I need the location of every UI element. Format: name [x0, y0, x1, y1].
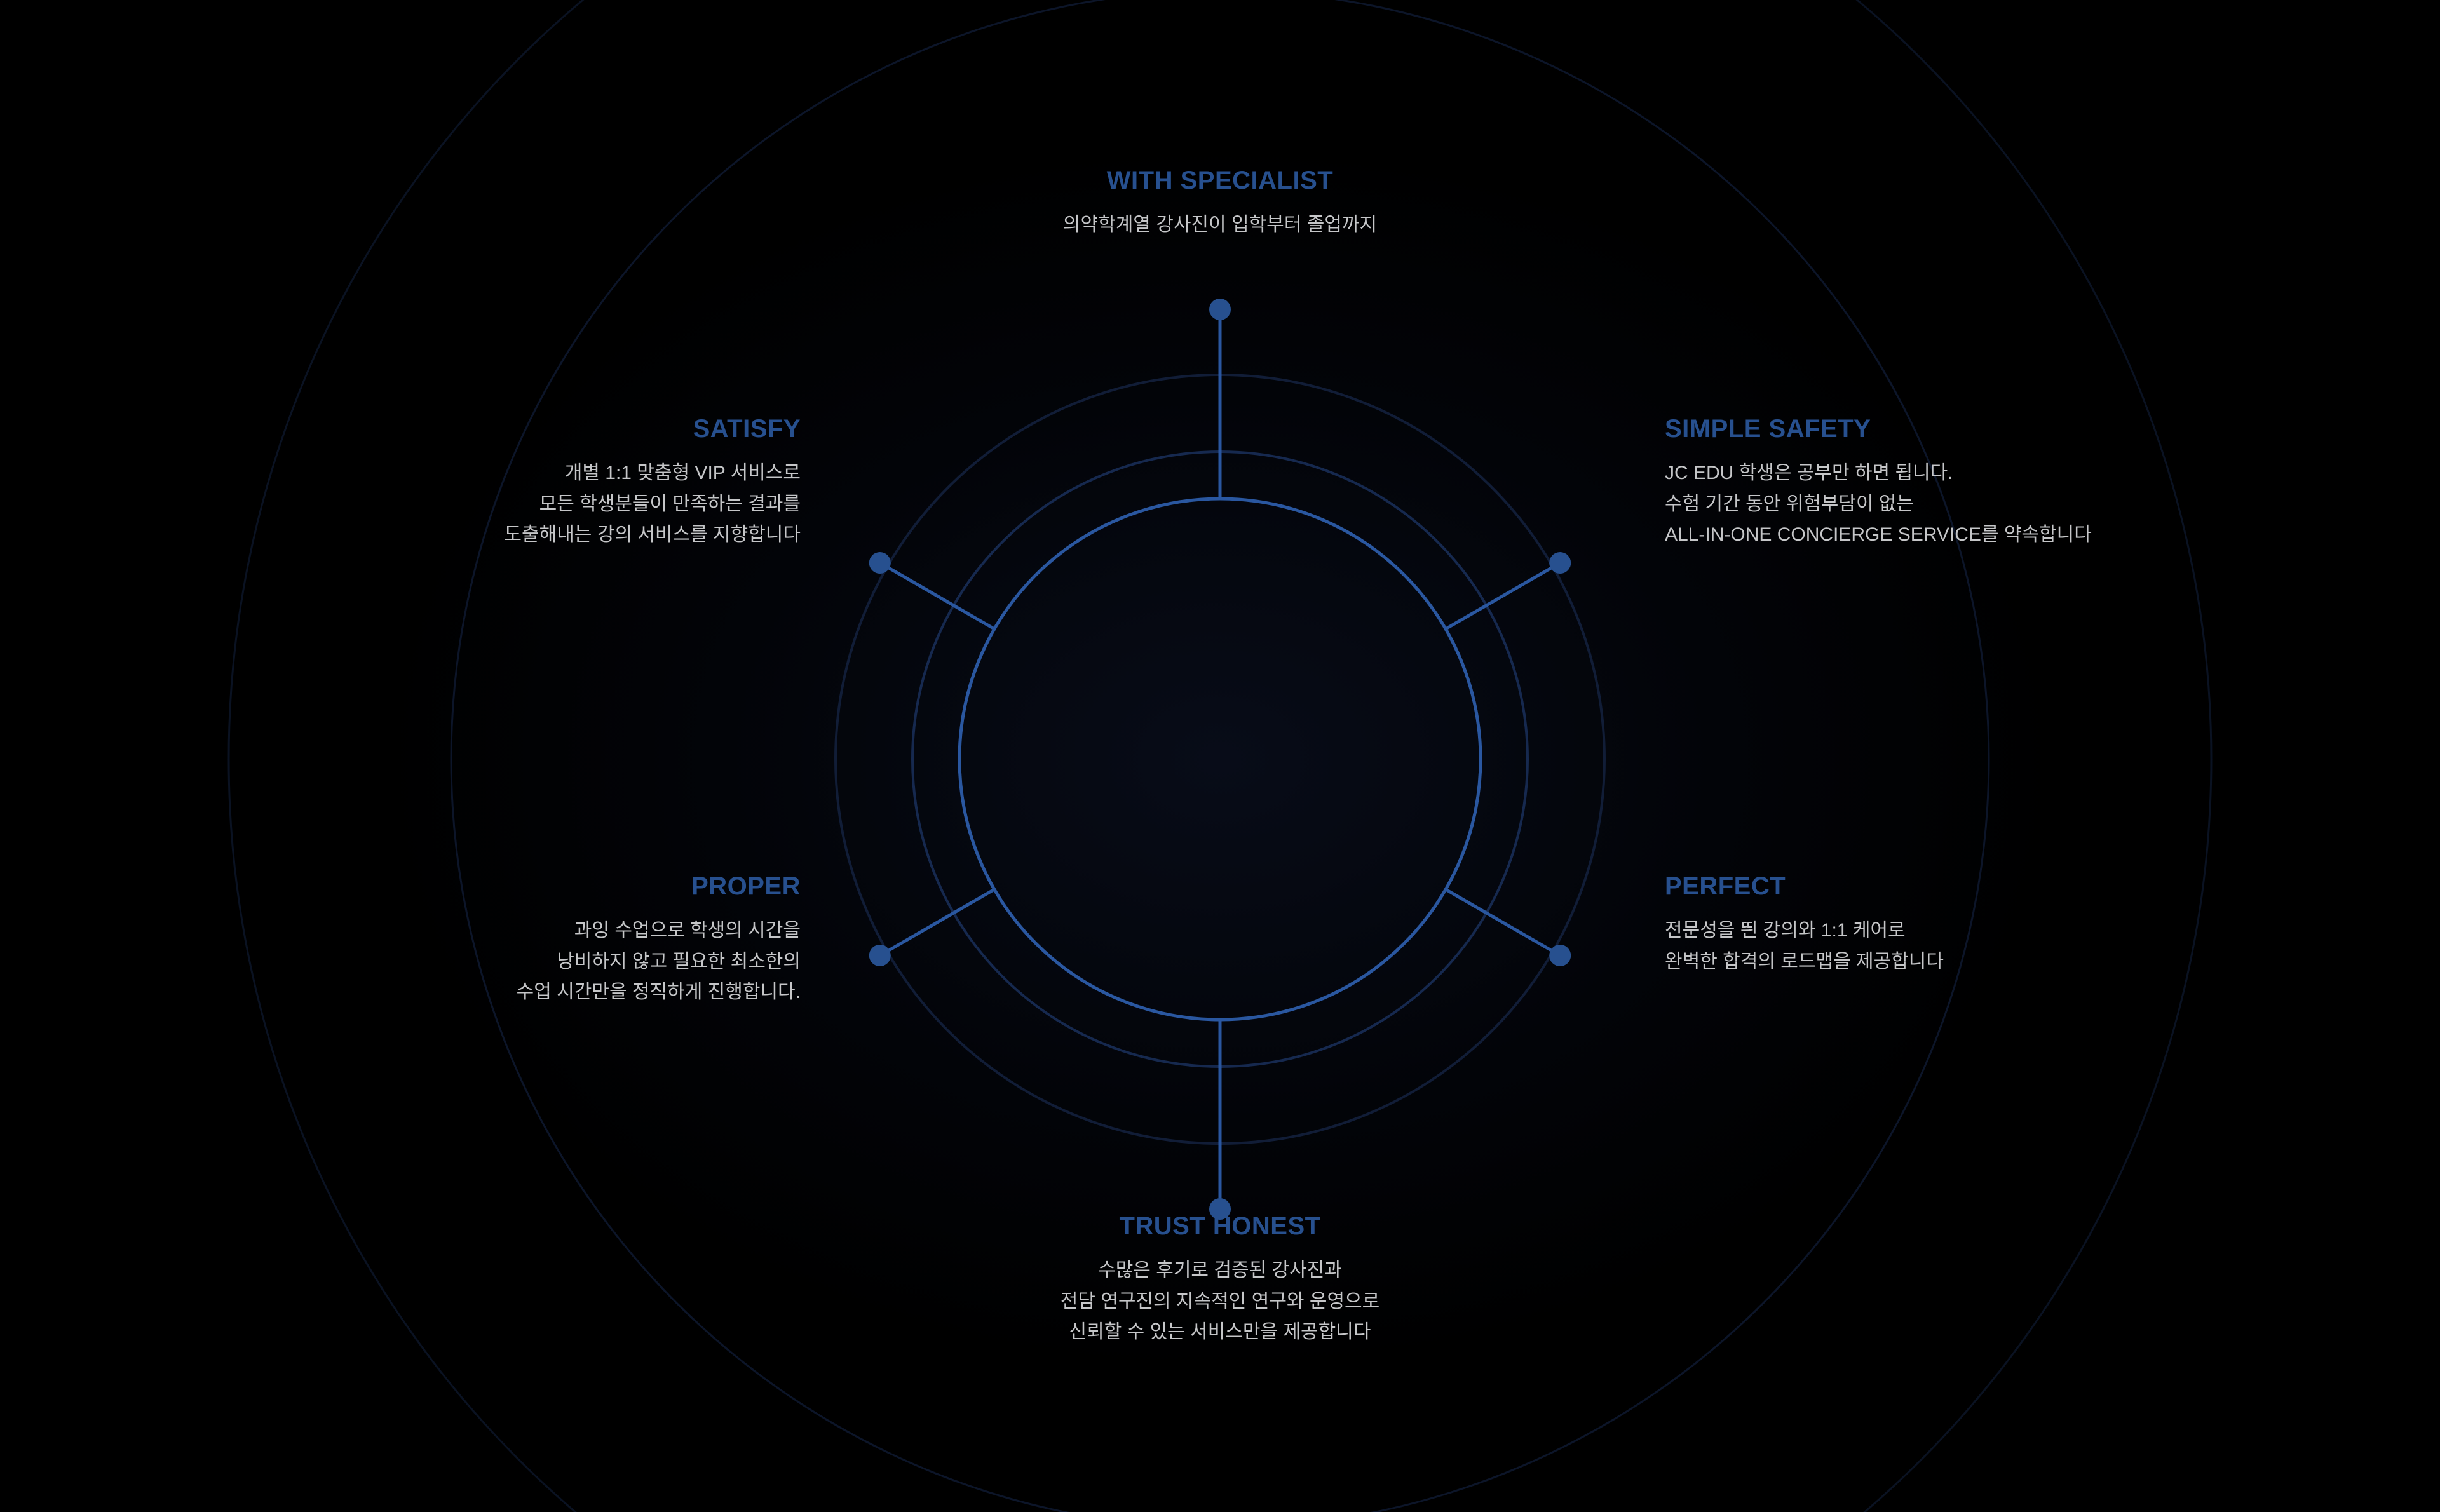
feature-node-trust-honest: TRUST HONEST 수많은 후기로 검증된 강사진과 전담 연구진의 지속…	[743, 1213, 1697, 1348]
inner-ring	[958, 497, 1482, 1022]
spoke-line	[1444, 561, 1562, 631]
feature-body-line: 과잉 수업으로 학생의 시간을	[574, 920, 801, 941]
feature-body-line: JC EDU 학생은 공부만 하면 됩니다.	[1665, 462, 1953, 483]
feature-body-line: 의약학계열 강사진이 입학부터 졸업까지	[1062, 214, 1378, 235]
feature-node-simple-safety: SIMPLE SAFETY JC EDU 학생은 공부만 하면 됩니다. 수험 …	[1665, 416, 2364, 551]
feature-title-simple-safety: SIMPLE SAFETY	[1665, 415, 1871, 443]
feature-body-with-specialist: 의약학계열 강사진이 입학부터 졸업까지	[743, 210, 1697, 241]
node-dot[interactable]	[869, 552, 891, 574]
feature-title-with-specialist: WITH SPECIALIST	[1106, 166, 1334, 194]
node-dot[interactable]	[1549, 552, 1571, 574]
spoke-line	[878, 888, 996, 957]
feature-title-perfect: PERFECT	[1665, 872, 1786, 900]
feature-body-line: 모든 학생분들이 만족하는 결과를	[539, 493, 801, 515]
feature-body-trust-honest: 수많은 후기로 검증된 강사진과 전담 연구진의 지속적인 연구와 운영으로 신…	[743, 1255, 1697, 1348]
outer-ring	[834, 374, 1606, 1145]
feature-title-trust-honest: TRUST HONEST	[1119, 1212, 1321, 1240]
spokes-group	[878, 307, 1562, 1211]
feature-body-line: 도출해내는 강의 서비스를 지향합니다	[504, 524, 801, 546]
feature-node-with-specialist: WITH SPECIALIST 의약학계열 강사진이 입학부터 졸업까지	[743, 168, 1697, 241]
inner-ring-group	[958, 497, 1482, 1022]
feature-body-line: 신뢰할 수 있는 서비스만을 제공합니다	[1069, 1321, 1371, 1343]
spoke-line	[1444, 888, 1562, 957]
feature-body-simple-safety: JC EDU 학생은 공부만 하면 됩니다. 수험 기간 동안 위험부담이 없는…	[1665, 458, 2364, 551]
feature-body-satisfy: 개별 1:1 맞춤형 VIP 서비스로 모든 학생분들이 만족하는 결과를 도출…	[102, 458, 801, 551]
feature-body-line: 낭비하지 않고 필요한 최소한의	[557, 950, 801, 972]
feature-body-line: ALL-IN-ONE CONCIERGE SERVICE를 약속합니다	[1665, 524, 2092, 546]
feature-body-line: 수많은 후기로 검증된 강사진과	[1098, 1260, 1342, 1281]
feature-title-satisfy: SATISFY	[693, 415, 801, 443]
feature-body-line: 개별 1:1 맞춤형 VIP 서비스로	[564, 462, 801, 483]
feature-body-line: 수험 기간 동안 위험부담이 없는	[1665, 493, 1915, 515]
feature-body-line: 전담 연구진의 지속적인 연구와 운영으로	[1060, 1290, 1380, 1312]
feature-body-line: 수업 시간만을 정직하게 진행합니다.	[516, 982, 801, 1003]
feature-title-proper: PROPER	[691, 872, 801, 900]
node-dots-group	[869, 299, 1571, 1220]
node-dot[interactable]	[869, 945, 891, 966]
feature-body-proper: 과잉 수업으로 학생의 시간을 낭비하지 않고 필요한 최소한의 수업 시간만을…	[165, 915, 801, 1008]
feature-node-satisfy: SATISFY 개별 1:1 맞춤형 VIP 서비스로 모든 학생분들이 만족하…	[102, 416, 801, 551]
node-dot[interactable]	[1549, 945, 1571, 966]
feature-body-line: 완벽한 합격의 로드맵을 제공합니다	[1665, 950, 1944, 972]
feature-body-perfect: 전문성을 띈 강의와 1:1 케어로 완벽한 합격의 로드맵을 제공합니다	[1665, 915, 2300, 977]
node-dot[interactable]	[1209, 299, 1231, 320]
feature-node-proper: PROPER 과잉 수업으로 학생의 시간을 낭비하지 않고 필요한 최소한의 …	[165, 874, 801, 1008]
feature-body-line: 전문성을 띈 강의와 1:1 케어로	[1665, 920, 1906, 941]
outer-rings-group	[834, 374, 1606, 1145]
mid-ring	[911, 450, 1529, 1068]
spoke-line	[878, 561, 996, 631]
feature-node-perfect: PERFECT 전문성을 띈 강의와 1:1 케어로 완벽한 합격의 로드맵을 …	[1665, 874, 2300, 977]
